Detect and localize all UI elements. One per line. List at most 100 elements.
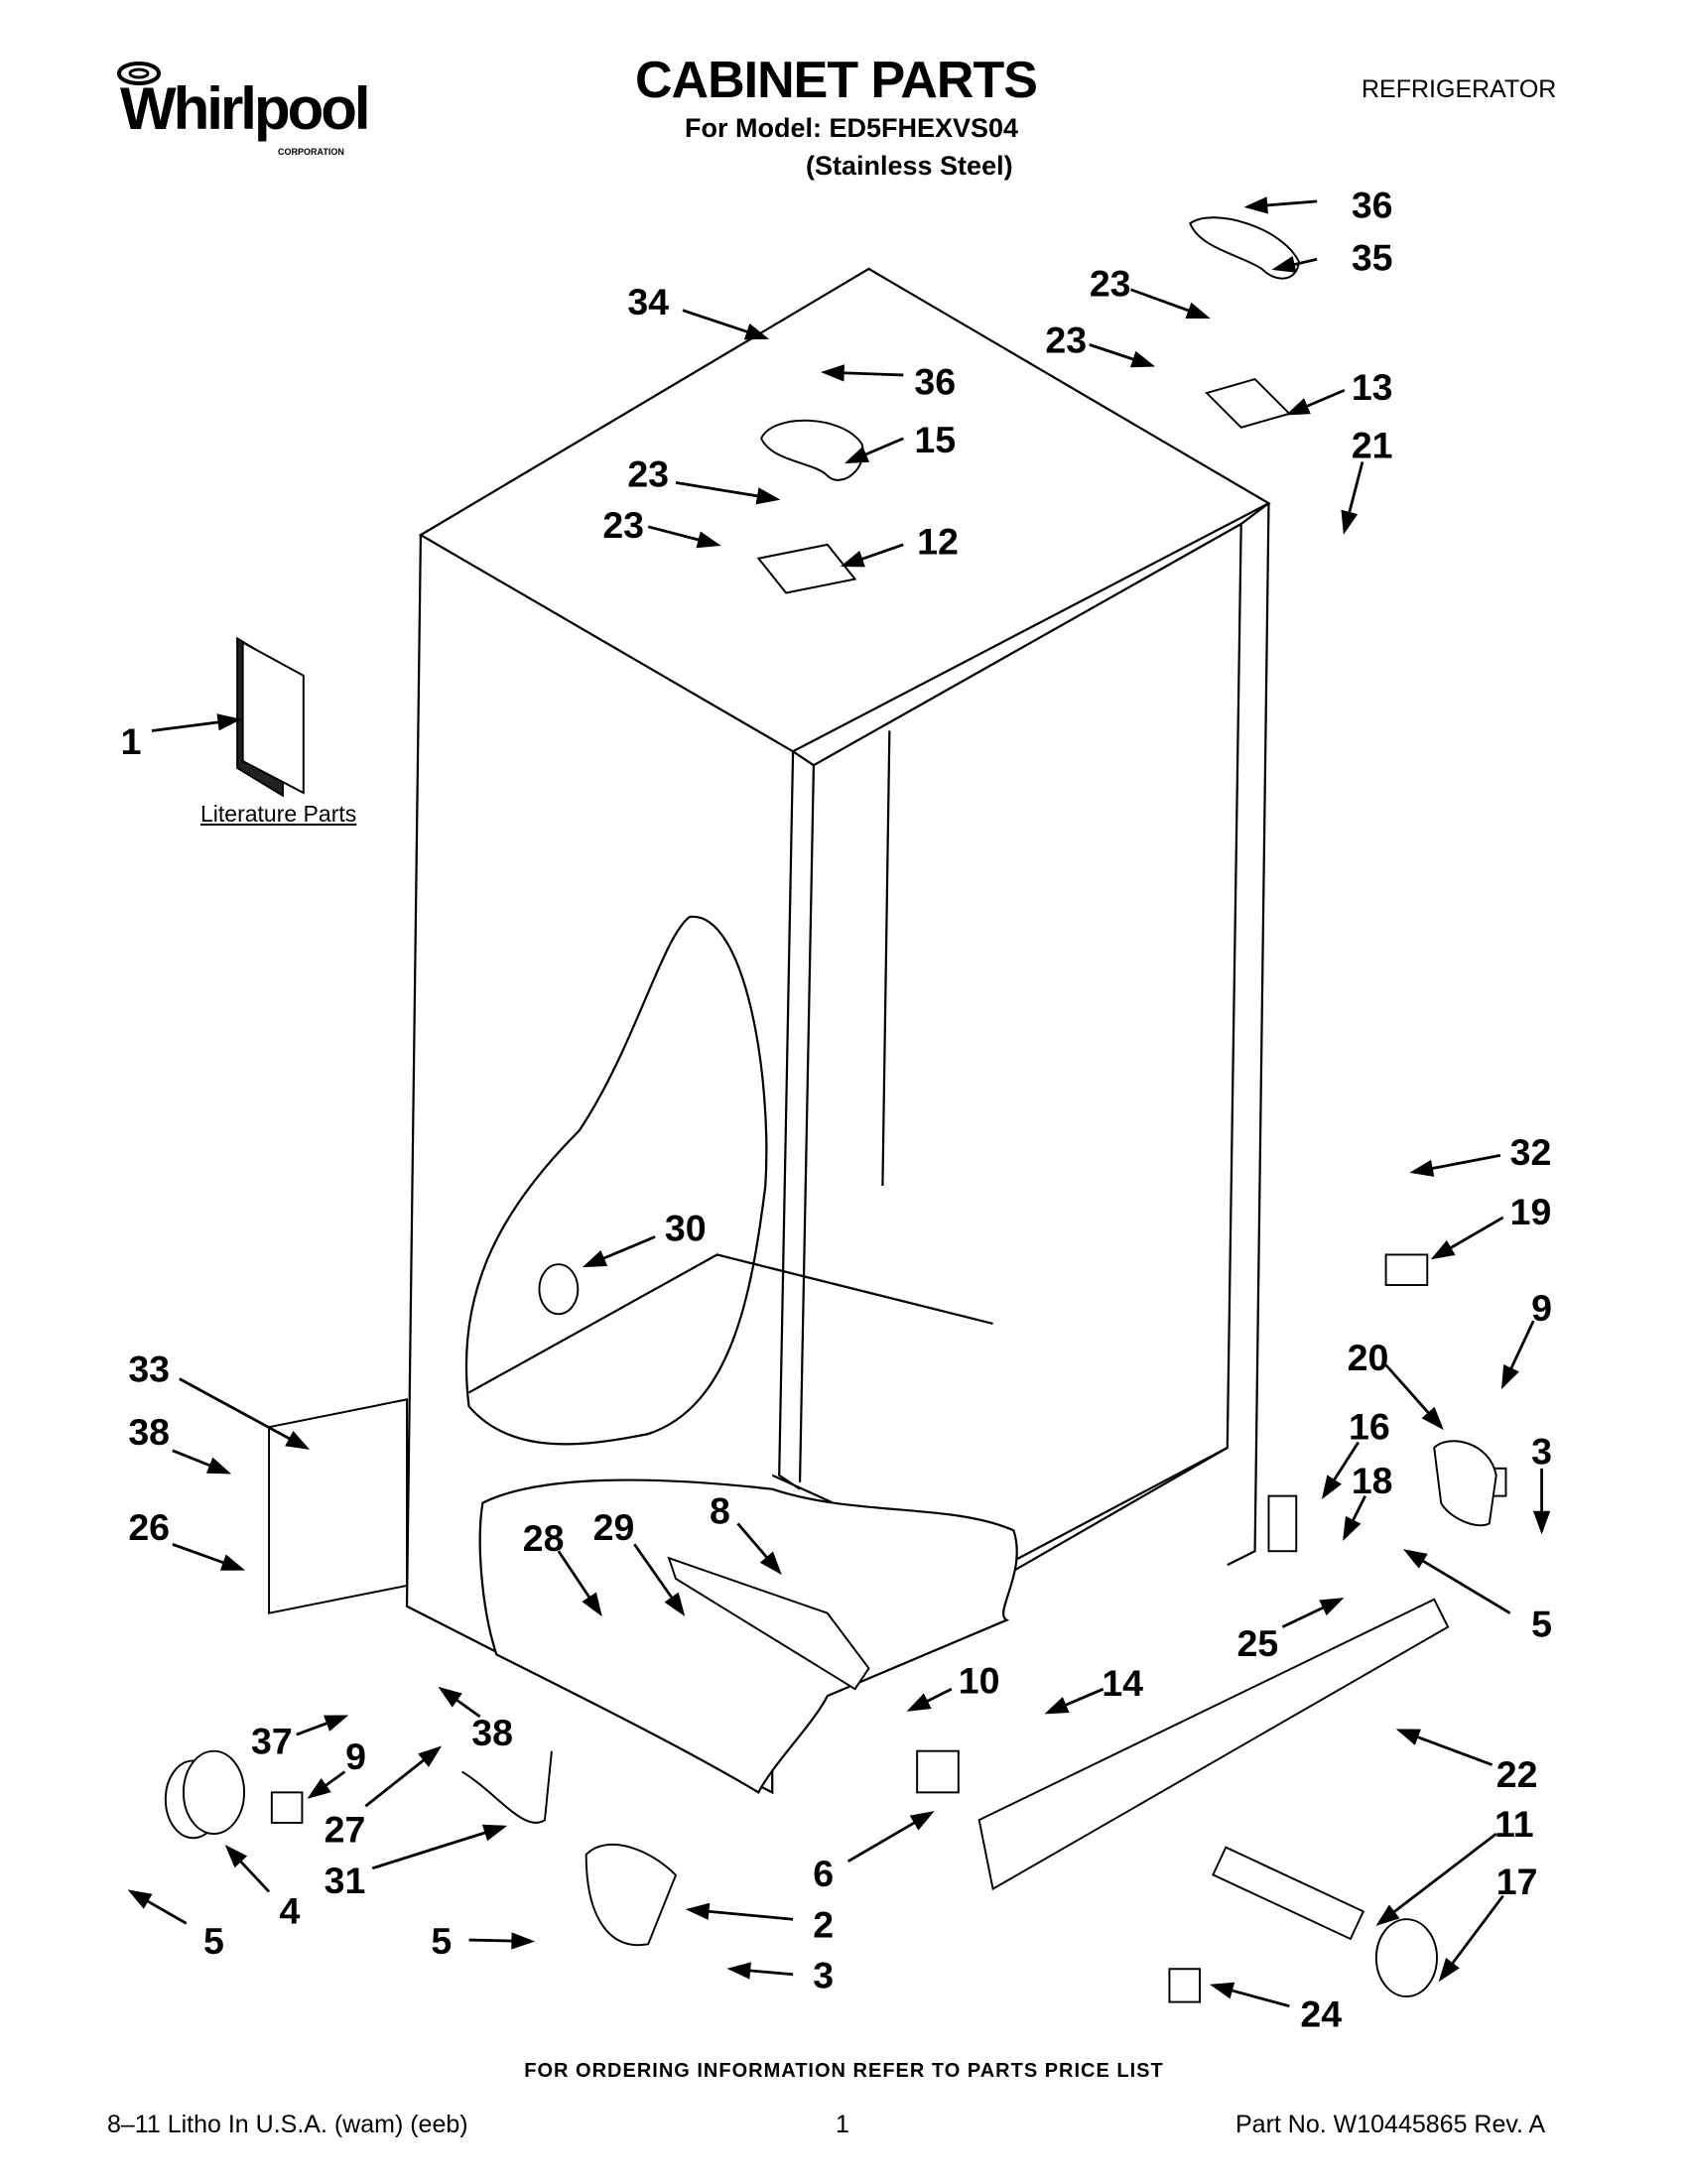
arrowhead-icon bbox=[840, 551, 865, 568]
arrowhead-icon bbox=[216, 713, 242, 731]
arrowhead-icon bbox=[1402, 1549, 1428, 1569]
callout-24: 24 bbox=[1300, 1993, 1342, 2035]
literature-parts-label: Literature Parts bbox=[200, 801, 357, 827]
callout-37: 37 bbox=[251, 1720, 293, 1761]
callout-3: 3 bbox=[1531, 1431, 1552, 1473]
callout-6: 6 bbox=[813, 1853, 834, 1894]
callout-arrow bbox=[179, 1377, 308, 1450]
arrowhead-icon bbox=[219, 1554, 246, 1571]
arrowhead-icon bbox=[820, 364, 845, 382]
arrowhead-icon bbox=[1395, 1729, 1421, 1745]
arrowhead-icon bbox=[307, 1778, 331, 1799]
callout-27: 27 bbox=[325, 1808, 366, 1850]
callout-36: 36 bbox=[914, 360, 956, 402]
callout-9: 9 bbox=[345, 1735, 366, 1777]
callout-23: 23 bbox=[627, 453, 669, 495]
arrowhead-icon bbox=[696, 531, 721, 549]
arrowhead-icon bbox=[1044, 1697, 1070, 1715]
callout-arrows bbox=[127, 196, 1551, 2008]
arrowhead-icon bbox=[909, 1811, 935, 1831]
callout-5: 5 bbox=[431, 1920, 452, 1962]
arrowhead-icon bbox=[1375, 1904, 1400, 1926]
arrowhead-icon bbox=[1532, 1510, 1551, 1535]
arrowhead-icon bbox=[438, 1686, 462, 1708]
callout-21: 21 bbox=[1352, 424, 1393, 465]
part-number: Part No. W10445865 Rev. A bbox=[1235, 2111, 1546, 2138]
callout-34: 34 bbox=[627, 281, 669, 322]
ordering-note: FOR ORDERING INFORMATION REFER TO PARTS … bbox=[524, 2060, 1164, 2082]
arrowhead-icon bbox=[1243, 196, 1268, 214]
arrowhead-icon bbox=[1285, 398, 1311, 416]
arrowhead-icon bbox=[743, 323, 770, 340]
arrowhead-icon bbox=[726, 1962, 751, 1980]
callout-8: 8 bbox=[710, 1489, 730, 1531]
arrowhead-icon bbox=[1500, 1363, 1519, 1390]
cabinet-outline bbox=[405, 267, 1271, 1795]
arrowhead-icon bbox=[1438, 1958, 1460, 1983]
callout-26: 26 bbox=[128, 1506, 170, 1548]
arrowhead-icon bbox=[755, 487, 781, 505]
callout-28: 28 bbox=[523, 1517, 565, 1559]
callout-18: 18 bbox=[1352, 1460, 1393, 1501]
callout-arrow bbox=[1377, 1832, 1497, 1925]
arrowhead-icon bbox=[127, 1889, 153, 1909]
arrowhead-icon bbox=[582, 1249, 608, 1268]
callout-25: 25 bbox=[1236, 1622, 1278, 1664]
callout-20: 20 bbox=[1348, 1337, 1389, 1378]
callout-12: 12 bbox=[917, 521, 959, 563]
arrowhead-icon bbox=[418, 1745, 443, 1767]
callout-35: 35 bbox=[1352, 236, 1393, 278]
arrowhead-icon bbox=[1421, 1406, 1444, 1431]
callout-23: 23 bbox=[602, 504, 644, 546]
callout-14: 14 bbox=[1102, 1662, 1143, 1704]
callout-38: 38 bbox=[128, 1411, 170, 1453]
swirl-icon bbox=[117, 62, 161, 85]
callout-22: 22 bbox=[1496, 1753, 1538, 1795]
callout-19: 19 bbox=[1510, 1191, 1552, 1232]
arrowhead-icon bbox=[205, 1457, 232, 1475]
callout-5: 5 bbox=[203, 1920, 224, 1962]
callout-9: 9 bbox=[1531, 1287, 1552, 1329]
arrowhead-icon bbox=[285, 1431, 311, 1450]
callout-13: 13 bbox=[1352, 366, 1393, 408]
model-number: For Model: ED5FHEXVS04 bbox=[685, 113, 1019, 143]
arrowhead-icon bbox=[1343, 1515, 1362, 1541]
callout-11: 11 bbox=[1494, 1803, 1534, 1845]
callout-15: 15 bbox=[914, 419, 956, 460]
callout-10: 10 bbox=[959, 1659, 1000, 1701]
model-finish: (Stainless Steel) bbox=[806, 151, 1013, 181]
whirlpool-logo: Whirlpool CORPORATION bbox=[114, 62, 372, 181]
arrowhead-icon bbox=[1430, 1239, 1456, 1260]
callout-23: 23 bbox=[1045, 320, 1087, 361]
callout-5: 5 bbox=[1531, 1603, 1552, 1644]
callout-32: 32 bbox=[1510, 1131, 1552, 1173]
arrowhead-icon bbox=[582, 1592, 602, 1617]
arrowhead-icon bbox=[1185, 302, 1211, 320]
arrowhead-icon bbox=[759, 1551, 782, 1576]
arrowhead-icon bbox=[1321, 1475, 1342, 1500]
arrowhead-icon bbox=[324, 1715, 349, 1732]
arrowhead-icon bbox=[906, 1693, 932, 1712]
arrowhead-icon bbox=[224, 1845, 248, 1868]
callout-31: 31 bbox=[325, 1860, 366, 1901]
callout-23: 23 bbox=[1090, 263, 1131, 305]
callout-arrow bbox=[1405, 1550, 1511, 1614]
arrowhead-icon bbox=[1271, 256, 1297, 273]
callout-38: 38 bbox=[471, 1712, 513, 1753]
arrowhead-icon bbox=[844, 446, 870, 464]
arrowhead-icon bbox=[481, 1824, 508, 1842]
callout-arrow bbox=[371, 1825, 504, 1870]
callout-30: 30 bbox=[665, 1208, 707, 1249]
callout-3: 3 bbox=[813, 1955, 834, 1996]
callout-29: 29 bbox=[593, 1506, 635, 1548]
callout-33: 33 bbox=[128, 1348, 170, 1389]
arrowhead-icon bbox=[511, 1932, 536, 1950]
arrowhead-icon bbox=[664, 1592, 686, 1617]
arrowhead-icon bbox=[1341, 509, 1359, 535]
page-number: 1 bbox=[836, 2111, 849, 2138]
callout-4: 4 bbox=[279, 1889, 300, 1931]
page-title: CABINET PARTS bbox=[635, 52, 1038, 109]
callout-2: 2 bbox=[813, 1903, 834, 1945]
arrowhead-icon bbox=[1409, 1159, 1435, 1177]
